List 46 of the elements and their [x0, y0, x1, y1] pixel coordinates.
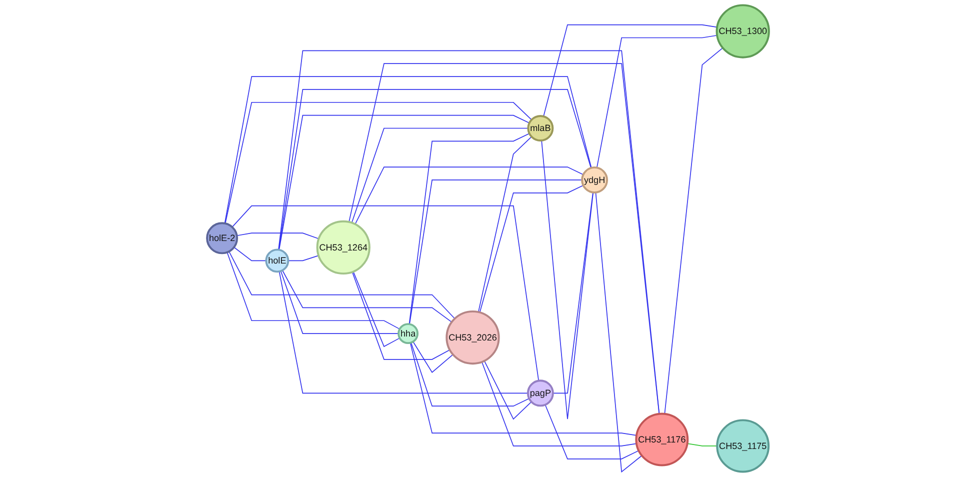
connector	[664, 47, 724, 414]
connector	[278, 50, 660, 414]
node-circle: CH53_1264	[316, 220, 370, 275]
connector	[543, 24, 718, 117]
connector	[228, 251, 456, 320]
connector	[278, 114, 530, 250]
connector	[226, 252, 400, 330]
connector	[224, 76, 592, 224]
connector	[409, 180, 582, 325]
node-circle: pagP	[526, 380, 554, 407]
connector	[348, 63, 660, 414]
connector	[481, 362, 637, 446]
connector	[544, 404, 640, 460]
node-circle: CH53_1300	[716, 4, 770, 58]
node-circle: CH53_2026	[446, 310, 500, 365]
node-circle: hha	[398, 323, 419, 344]
connector	[541, 140, 594, 420]
connector	[351, 128, 529, 224]
connector	[484, 360, 532, 420]
connector	[280, 270, 399, 334]
connector	[410, 342, 530, 406]
connector	[278, 271, 528, 394]
connector	[236, 232, 320, 240]
connector	[354, 166, 584, 225]
node-circle: CH53_1175	[716, 419, 770, 473]
connector	[232, 205, 540, 382]
node-circle: ydgH	[581, 166, 608, 194]
connector	[352, 271, 400, 348]
connector	[596, 34, 718, 168]
connector	[234, 246, 267, 262]
node-circle: holE	[265, 248, 290, 273]
connector	[352, 272, 450, 360]
node-circle: mlaB	[527, 115, 554, 142]
connector	[479, 184, 584, 313]
node-circle: CH53_1176	[635, 412, 689, 466]
connector	[282, 270, 452, 322]
connector	[552, 192, 594, 394]
connector	[408, 133, 530, 325]
connector	[686, 443, 718, 446]
connector	[595, 192, 642, 473]
connector	[224, 102, 532, 224]
connector	[288, 255, 319, 262]
connector	[278, 89, 592, 250]
connector	[478, 136, 532, 312]
node-circle: holE-2	[206, 222, 238, 254]
connector	[410, 342, 637, 436]
